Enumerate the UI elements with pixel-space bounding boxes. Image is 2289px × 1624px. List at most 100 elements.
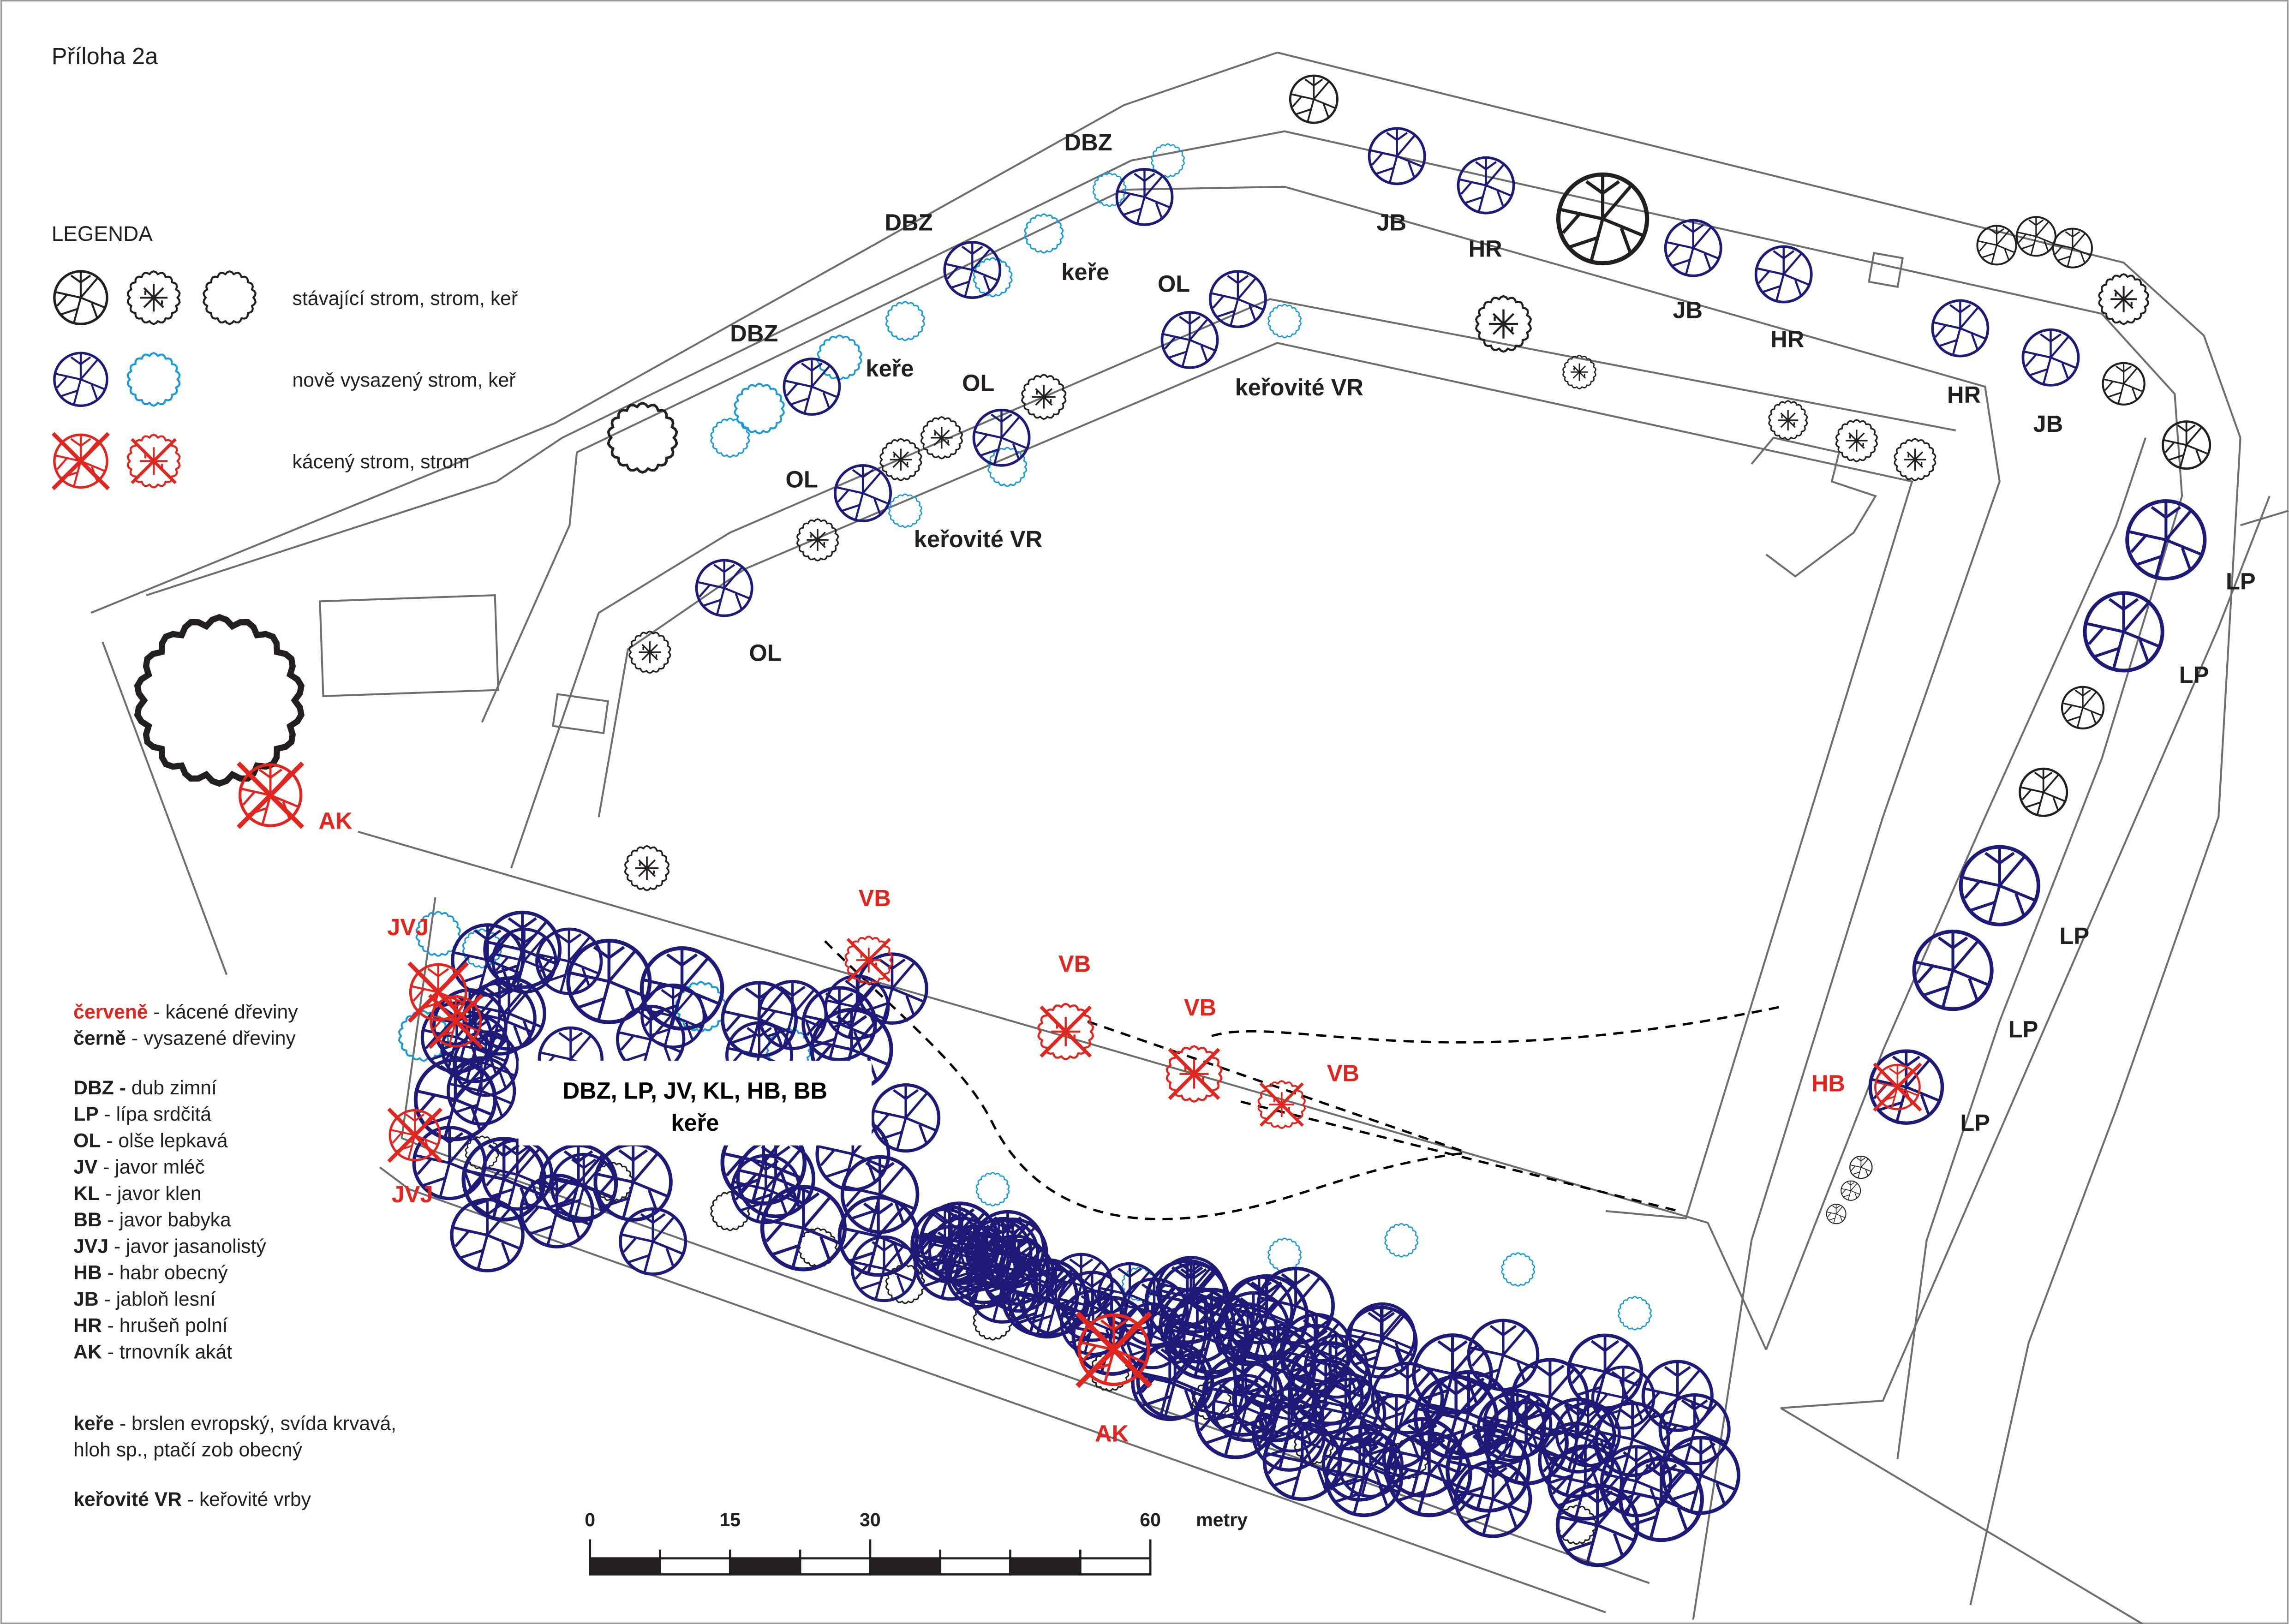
label-hr: HR (1947, 382, 1981, 408)
label-vb-felled: VB (859, 885, 891, 911)
label-jvj-felled: JVJ (387, 914, 429, 940)
label-kere: keře (1061, 259, 1109, 285)
existing-tree (2062, 687, 2104, 728)
existing-tree-small (624, 845, 670, 891)
existing-scallop-tree-icon (128, 271, 179, 324)
abbreviation-desc: - javor klen (100, 1182, 202, 1205)
note-red-desc: - kácené dřeviny (148, 1001, 299, 1023)
willows-key: keřovité VR (73, 1488, 182, 1511)
existing-shrub-icon (203, 271, 255, 324)
abbreviation-key: DBZ - (73, 1077, 126, 1099)
label-dbz: DBZ (885, 209, 933, 236)
label-ol: OL (1158, 271, 1190, 297)
new-tree (944, 242, 1000, 298)
existing-tree-icon (54, 271, 107, 324)
label-vb-felled: VB (1184, 994, 1216, 1021)
label-vb-felled: VB (1058, 950, 1091, 977)
abbreviation-key: HR (73, 1314, 102, 1337)
abbreviation-item: DBZ - dub zimní (73, 1077, 217, 1099)
abbreviation-key: JB (73, 1288, 99, 1310)
legend-new-text: nově vysazený strom, keř (293, 369, 516, 391)
abbreviation-item: HB - habr obecný (73, 1262, 228, 1284)
existing-shrub (886, 1265, 924, 1303)
scale-segment (939, 1557, 1011, 1576)
abbreviation-item: JB - jabloň lesní (73, 1288, 216, 1310)
felled-cross-icon (848, 939, 890, 981)
new-tree (1369, 128, 1425, 184)
existing-tree (1976, 225, 2017, 266)
label-jb: JB (1376, 209, 1406, 236)
abbreviation-key: JV (73, 1156, 98, 1178)
felled-cross-icon (132, 439, 176, 483)
svg-text:keře - brslen evropský, svída: keře - brslen evropský, svída krvavá, (73, 1412, 396, 1434)
abbreviation-item: BB - javor babyka (73, 1209, 231, 1231)
abbreviation-key: KL (73, 1182, 100, 1205)
abbreviation-desc: - lípa srdčitá (99, 1103, 212, 1125)
abbreviation-item: HR - hrušeň polní (73, 1314, 228, 1337)
abbreviation-desc: - olše lepkavá (101, 1129, 227, 1152)
new-tree (835, 466, 890, 521)
label-ol: OL (749, 640, 781, 666)
abbreviation-item: LP - lípa srdčitá (73, 1103, 211, 1125)
existing-tree-small (2098, 273, 2149, 325)
existing-tree (2015, 216, 2056, 257)
abbreviation-desc: - javor jasanolistý (108, 1235, 266, 1257)
abbreviation-desc: - jabloň lesní (99, 1288, 216, 1310)
species-group-shrubs-label: keře (671, 1110, 719, 1136)
label-jb: JB (2033, 411, 2063, 437)
new-tree (762, 1187, 845, 1270)
new-tree (974, 410, 1029, 466)
abbreviation-desc: - trnovník akát (102, 1341, 232, 1363)
existing-tree-small (628, 630, 671, 674)
label-dbz: DBZ (730, 320, 778, 346)
svg-text:keřovité VR - keřovité vrby: keřovité VR - keřovité vrby (73, 1488, 311, 1511)
scale-unit: metry (1196, 1509, 1248, 1530)
new-tree (452, 1200, 523, 1271)
shrubs-key: keře (73, 1412, 114, 1434)
abbreviation-key: JVJ (73, 1235, 108, 1257)
new-shrub (974, 258, 1012, 297)
existing-shrub (137, 617, 301, 784)
new-tree (1932, 301, 1988, 356)
new-tree (1756, 246, 1811, 302)
abbreviation-item: OL - olše lepkavá (73, 1129, 228, 1152)
new-shrub (1025, 214, 1063, 253)
scale-segment (589, 1557, 661, 1576)
note-black-desc: - vysazené dřeviny (126, 1027, 296, 1049)
species-group-box (518, 1061, 872, 1146)
existing-shrub (609, 403, 677, 472)
existing-tree-small (1894, 438, 1936, 481)
label-ak-felled: AK (318, 807, 353, 834)
abbreviation-item: JV - javor mléč (73, 1156, 205, 1178)
new-tree (1162, 312, 1217, 368)
label-kerovite-vr: keřovité VR (1235, 374, 1363, 400)
new-tree (843, 1157, 918, 1232)
label-dbz: DBZ (1064, 129, 1112, 155)
new-shrub (1385, 1224, 1418, 1257)
existing-tree (2103, 363, 2145, 405)
existing-tree (1826, 1204, 1847, 1224)
new-shrub (1093, 173, 1126, 206)
new-tree (1458, 158, 1513, 213)
abbreviation-item: KL - javor klen (73, 1182, 202, 1205)
legend-symbols (53, 271, 256, 489)
sheet-title: Příloha 2a (52, 43, 158, 69)
new-shrub (886, 302, 924, 340)
label-vb-felled: VB (1327, 1060, 1359, 1087)
abbreviation-desc: - habr obecný (102, 1262, 228, 1284)
label-hr: HR (1469, 236, 1502, 262)
abbreviation-item: AK - trnovník akát (73, 1341, 232, 1363)
label-kere: keře (866, 355, 914, 382)
new-tree (1961, 847, 2038, 925)
new-tree (1870, 1051, 1942, 1123)
existing-tree-small (1835, 419, 1878, 462)
dashed-paths (824, 940, 1781, 1220)
shrubs-note: keře - brslen evropský, svída krvavá, hl… (73, 1412, 396, 1510)
existing-tree-small (879, 438, 922, 481)
abbreviation-desc: dub zimní (126, 1077, 217, 1099)
existing-tree (1841, 1180, 1861, 1201)
abbreviation-list: DBZ - dub zimní LP - lípa srdčitá OL - olš… (73, 1077, 266, 1363)
existing-tree (2020, 769, 2067, 816)
felled-cross-icon (1169, 1049, 1219, 1099)
